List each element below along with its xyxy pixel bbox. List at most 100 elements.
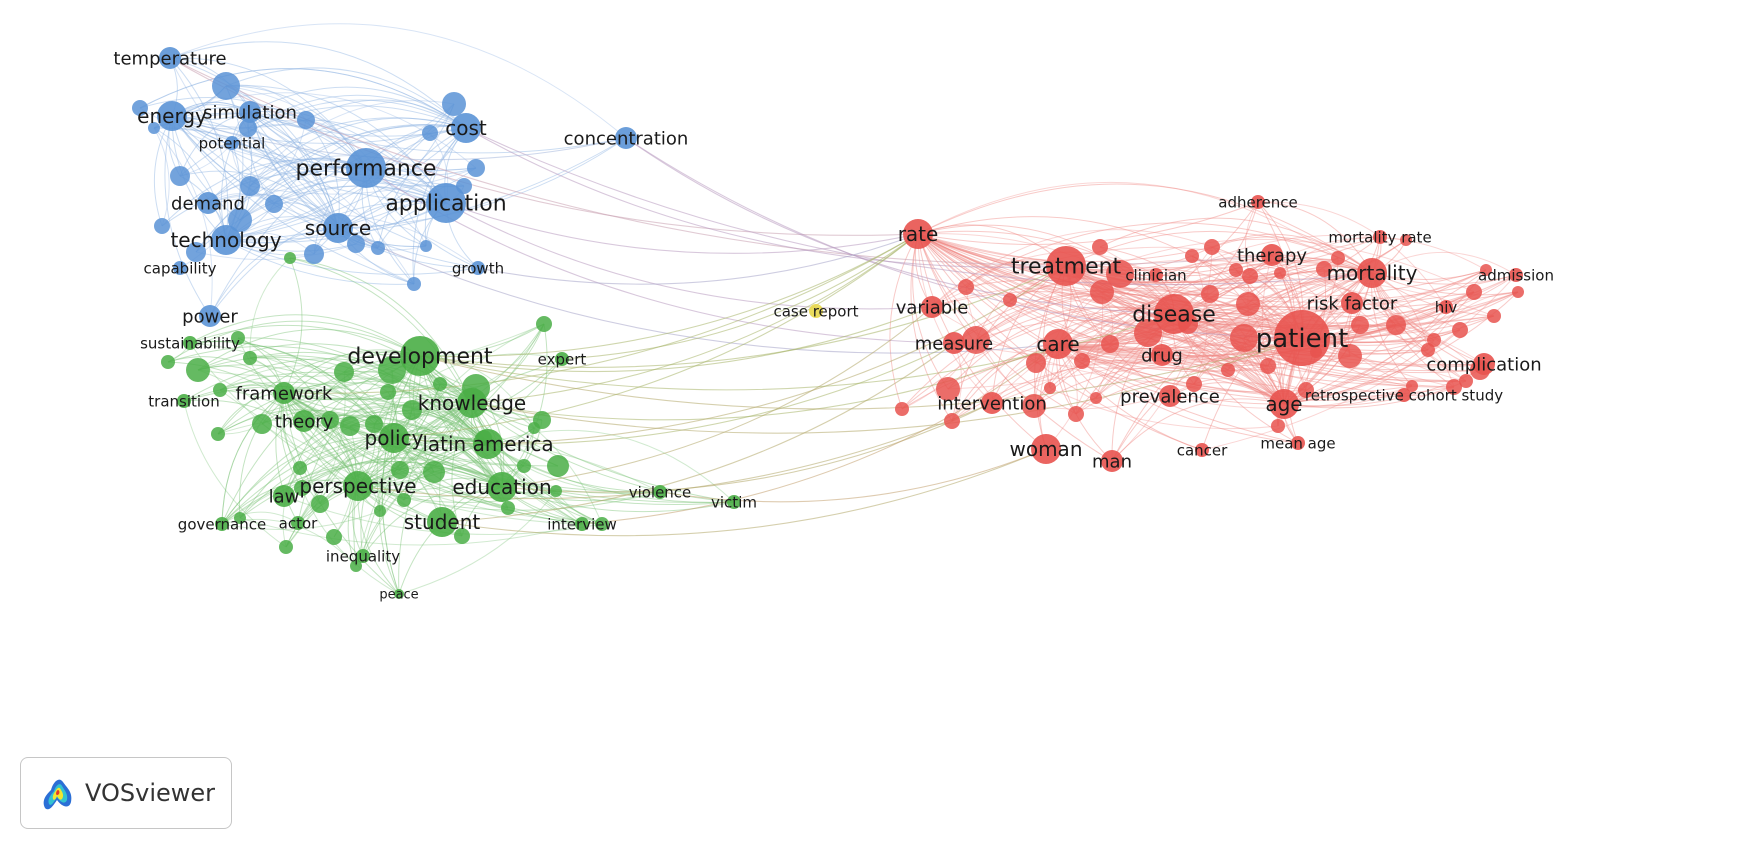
blue-cluster-node[interactable] xyxy=(212,72,240,100)
blue-cluster-node[interactable] xyxy=(186,242,206,262)
red-cluster-node[interactable] xyxy=(895,402,909,416)
red-cluster-node[interactable] xyxy=(1400,234,1412,246)
blue-cluster-node[interactable] xyxy=(442,92,466,116)
node-simulation[interactable] xyxy=(239,101,261,123)
node-power[interactable] xyxy=(199,305,221,327)
red-cluster-node[interactable] xyxy=(1260,358,1276,374)
node-treatment[interactable] xyxy=(1046,246,1086,286)
blue-cluster-node[interactable] xyxy=(148,122,160,134)
blue-cluster-node[interactable] xyxy=(265,195,283,213)
red-cluster-node[interactable] xyxy=(1331,251,1345,265)
green-cluster-node[interactable] xyxy=(231,331,245,345)
node-demand[interactable] xyxy=(197,192,219,214)
green-cluster-node[interactable] xyxy=(294,480,310,496)
red-cluster-node[interactable] xyxy=(1242,268,1258,284)
node-patient[interactable] xyxy=(1274,310,1330,366)
node-adherence[interactable] xyxy=(1251,195,1265,209)
red-cluster-node[interactable] xyxy=(1090,280,1114,304)
node-concentration[interactable] xyxy=(615,127,637,149)
red-cluster-node[interactable] xyxy=(1351,316,1369,334)
node-cost[interactable] xyxy=(451,113,481,143)
red-cluster-node[interactable] xyxy=(1074,353,1090,369)
green-cluster-node[interactable] xyxy=(454,528,470,544)
vosviewer-badge[interactable]: VOSviewer xyxy=(20,757,232,829)
red-cluster-node[interactable] xyxy=(1185,249,1199,263)
node-mortality[interactable] xyxy=(1357,258,1387,288)
blue-cluster-node[interactable] xyxy=(239,119,257,137)
node-peace[interactable] xyxy=(394,589,404,599)
green-cluster-node[interactable] xyxy=(234,512,246,524)
node-framework[interactable] xyxy=(273,382,295,404)
green-cluster-node[interactable] xyxy=(374,505,386,517)
blue-cluster-node[interactable] xyxy=(297,111,315,129)
green-cluster-node[interactable] xyxy=(433,377,447,391)
node-complication[interactable] xyxy=(1473,353,1495,375)
red-cluster-node[interactable] xyxy=(1092,239,1108,255)
red-cluster-node[interactable] xyxy=(1003,293,1017,307)
node-man[interactable] xyxy=(1101,450,1123,472)
node-actor[interactable] xyxy=(291,516,305,530)
red-cluster-node[interactable] xyxy=(1026,353,1046,373)
red-cluster-node[interactable] xyxy=(1236,292,1260,316)
red-cluster-node[interactable] xyxy=(1221,363,1235,377)
green-cluster-node[interactable] xyxy=(550,485,562,497)
node-intervention[interactable] xyxy=(981,392,1003,414)
node-woman[interactable] xyxy=(1031,434,1061,464)
blue-cluster-node[interactable] xyxy=(420,240,432,252)
blue-cluster-node[interactable] xyxy=(422,125,438,141)
blue-cluster-node[interactable] xyxy=(371,241,385,255)
node-transition[interactable] xyxy=(177,394,191,408)
node-retrospective-cohort-study[interactable] xyxy=(1397,388,1411,402)
red-cluster-node[interactable] xyxy=(1298,382,1314,398)
green-cluster-node[interactable] xyxy=(284,252,296,264)
green-cluster-node[interactable] xyxy=(536,316,552,332)
red-cluster-node[interactable] xyxy=(1446,379,1462,395)
red-cluster-node[interactable] xyxy=(1421,343,1435,357)
blue-cluster-node[interactable] xyxy=(154,218,170,234)
green-cluster-node[interactable] xyxy=(423,461,445,483)
red-cluster-node[interactable] xyxy=(1512,286,1524,298)
red-cluster-node[interactable] xyxy=(1106,260,1134,288)
green-cluster-node[interactable] xyxy=(293,461,307,475)
node-education[interactable] xyxy=(487,472,517,502)
node-disease[interactable] xyxy=(1154,294,1194,334)
blue-cluster-node[interactable] xyxy=(228,208,252,232)
green-cluster-node[interactable] xyxy=(528,422,540,434)
node-knowledge[interactable] xyxy=(457,388,487,418)
red-cluster-node[interactable] xyxy=(1316,261,1332,277)
blue-cluster-node[interactable] xyxy=(347,235,365,253)
node-hiv[interactable] xyxy=(1439,300,1453,314)
red-cluster-node[interactable] xyxy=(1101,335,1119,353)
red-cluster-node[interactable] xyxy=(1466,284,1482,300)
node-mortality-rate[interactable] xyxy=(1373,230,1387,244)
red-cluster-node[interactable] xyxy=(1229,263,1243,277)
node-violence[interactable] xyxy=(653,485,667,499)
node-perspective[interactable] xyxy=(343,471,373,501)
green-cluster-node[interactable] xyxy=(547,455,569,477)
blue-cluster-node[interactable] xyxy=(467,159,485,177)
node-sustainability[interactable] xyxy=(183,336,197,350)
green-cluster-node[interactable] xyxy=(402,400,422,420)
red-cluster-node[interactable] xyxy=(1338,344,1362,368)
blue-cluster-node[interactable] xyxy=(304,244,324,264)
node-technology[interactable] xyxy=(211,225,241,255)
red-cluster-node[interactable] xyxy=(1134,319,1162,347)
node-inequality[interactable] xyxy=(356,549,370,563)
node-growth[interactable] xyxy=(471,261,485,275)
node-care[interactable] xyxy=(1043,329,1073,359)
green-cluster-node[interactable] xyxy=(334,362,354,382)
red-cluster-node[interactable] xyxy=(944,413,960,429)
node-variable[interactable] xyxy=(921,296,943,318)
red-cluster-node[interactable] xyxy=(1459,374,1473,388)
node-admission[interactable] xyxy=(1509,268,1523,282)
node-risk-factor[interactable] xyxy=(1341,292,1363,314)
red-cluster-node[interactable] xyxy=(1487,309,1501,323)
green-cluster-node[interactable] xyxy=(380,384,396,400)
green-cluster-node[interactable] xyxy=(311,495,329,513)
green-cluster-node[interactable] xyxy=(279,540,293,554)
red-cluster-node[interactable] xyxy=(1044,382,1056,394)
red-cluster-node[interactable] xyxy=(936,377,960,401)
red-cluster-node[interactable] xyxy=(1090,392,1102,404)
node-capability[interactable] xyxy=(173,261,187,275)
